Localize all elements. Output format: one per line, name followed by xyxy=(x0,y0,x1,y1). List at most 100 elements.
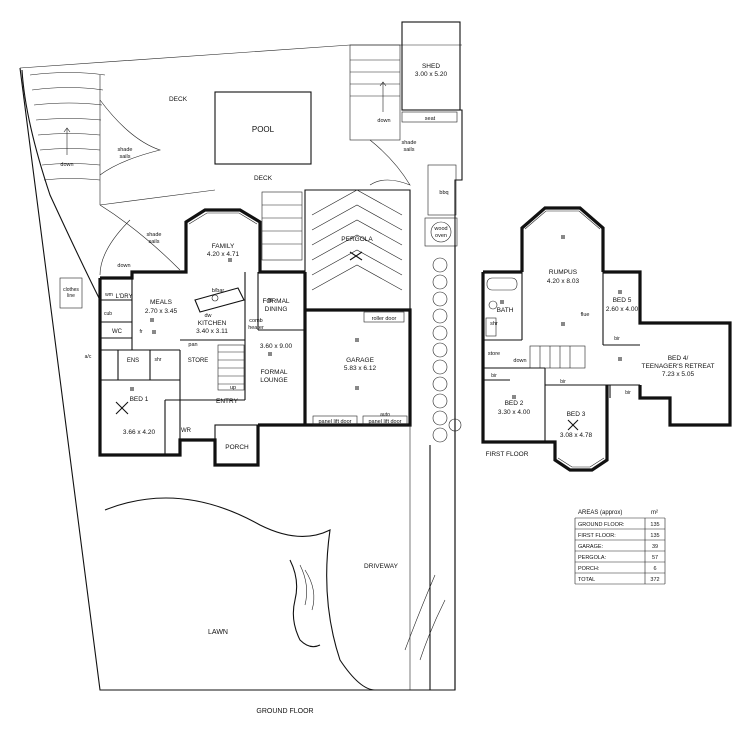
bath-label: BATH xyxy=(497,307,514,314)
bath-shr-label: shr xyxy=(490,321,498,327)
wood-oven-l1: wood xyxy=(433,226,447,232)
clothes-line-l1: clothes xyxy=(63,287,79,293)
store-label: STORE xyxy=(188,358,209,364)
bed1-marker xyxy=(115,401,129,415)
down-shed-label: down xyxy=(377,118,390,124)
panel-lift-door-2 xyxy=(362,415,408,426)
auto-label: auto xyxy=(380,412,390,418)
areas-row-value-pergola: 57 xyxy=(652,555,658,561)
shade-sails-right-l1: shade xyxy=(402,140,417,146)
clothes-line-l2: line xyxy=(67,293,75,299)
first-floor-walls xyxy=(481,206,732,472)
down-mid-label: down xyxy=(117,263,130,269)
meals-label: MEALS xyxy=(150,299,173,306)
shade-sails-left-l1: shade xyxy=(118,147,133,153)
shed-label: SHED xyxy=(422,63,440,70)
hedge-shrubs xyxy=(432,257,462,443)
kitchen-size: 3.40 x 3.11 xyxy=(196,328,228,335)
light-points xyxy=(130,258,359,391)
comb-heater-l2: heater xyxy=(248,325,264,331)
cub-label: cub xyxy=(104,311,112,317)
shade-sails-right-l2: sails xyxy=(403,147,414,153)
wm-label: wm xyxy=(105,292,113,298)
comb-heater-l1: comb xyxy=(249,318,262,324)
pool-label: POOL xyxy=(252,125,275,134)
kitchen-island xyxy=(194,287,245,313)
first-floor-caption: FIRST FLOOR xyxy=(486,451,529,458)
staircase xyxy=(217,344,245,391)
ff-store-label: store xyxy=(488,351,500,357)
areas-row-label-garage: GARAGE: xyxy=(578,544,604,550)
family-label: FAMILY xyxy=(212,243,235,250)
ens-label: ENS xyxy=(127,358,139,364)
family-size: 4.20 x 4.71 xyxy=(207,251,240,258)
bed1-size: 3.66 x 4.20 xyxy=(123,429,156,436)
driveway xyxy=(404,245,456,690)
bed5-label: BED 5 xyxy=(613,297,632,304)
wood-oven-l2: oven xyxy=(435,233,447,239)
flue-label: flue xyxy=(581,312,590,318)
bed4-size: 7.23 x 5.05 xyxy=(662,371,695,378)
shed xyxy=(401,21,461,111)
ens-shr-label: shr xyxy=(155,357,162,363)
garage-label: GARAGE xyxy=(346,357,374,364)
bed3-size: 3.08 x 4.78 xyxy=(560,432,593,439)
pergola xyxy=(304,189,411,310)
areas-row-label-pergola: PERGOLA: xyxy=(578,555,607,561)
areas-row-label-ground: GROUND FLOOR: xyxy=(578,522,625,528)
areas-row-value-porch: 6 xyxy=(653,566,656,572)
down-arrows xyxy=(63,81,387,155)
shed-size: 3.00 x 5.20 xyxy=(415,71,448,78)
ground-floor-caption: GROUND FLOOR xyxy=(256,708,313,715)
outdoor-kitchen xyxy=(424,164,458,247)
bbq-label: bbq xyxy=(439,190,448,196)
bir-label-4: bir xyxy=(625,390,631,396)
bed3-label: BED 3 xyxy=(567,411,586,418)
areas-row-value-first: 135 xyxy=(650,533,659,539)
seat-label: seat xyxy=(425,116,436,122)
ground-floor-labels: DECK DECK down down down shade sails sha… xyxy=(60,96,448,715)
first-floor-bath xyxy=(485,277,518,337)
shade-sails-mid-l2: sails xyxy=(148,239,159,245)
dw-label: dw xyxy=(204,313,211,319)
pergola-marker xyxy=(349,251,363,261)
down-left-label: down xyxy=(60,162,73,168)
deck-stairs-right xyxy=(349,44,401,141)
first-floor-bay-details xyxy=(524,210,605,468)
ac-label: a/c xyxy=(85,354,92,360)
lawn-label: LAWN xyxy=(208,629,228,636)
clothes-line xyxy=(59,277,83,309)
panel-lift-door-1-label: panel lift door xyxy=(318,419,351,425)
shade-sails-mid-l1: shade xyxy=(147,232,162,238)
wc-label: WC xyxy=(112,329,123,335)
entry-label: ENTRY xyxy=(216,398,239,405)
areas-row-label-porch: PORCH: xyxy=(578,566,600,572)
garage-size: 5.83 x 6.12 xyxy=(344,365,377,372)
driveway-label: DRIVEWAY xyxy=(364,563,399,570)
curved-deck-steps xyxy=(21,69,216,301)
areas-row-label-total: TOTAL xyxy=(578,577,595,583)
pan-label: pan xyxy=(188,342,197,348)
kitchen-label: KITCHEN xyxy=(198,320,227,327)
bed2-size: 3.30 x 4.00 xyxy=(498,409,531,416)
up-label: up xyxy=(230,385,236,391)
areas-unit: m² xyxy=(651,510,658,516)
meals-size: 2.70 x 3.45 xyxy=(145,308,178,315)
shade-sails-left-l2: sails xyxy=(119,154,130,160)
areas-table: AREAS (approx) m² GROUND FLOOR: 135 FIRS… xyxy=(574,510,666,585)
house-walls xyxy=(98,208,412,467)
first-floor-light-points xyxy=(500,235,622,399)
seat xyxy=(401,111,458,123)
bed5-size: 2.60 x 4.00 xyxy=(606,306,639,313)
bed2-label: BED 2 xyxy=(505,400,524,407)
areas-row-value-ground: 135 xyxy=(650,522,659,528)
pool xyxy=(214,91,312,165)
roller-door-label: roller door xyxy=(372,316,397,322)
roller-door xyxy=(363,311,405,323)
fr-label: fr xyxy=(139,329,142,335)
lawn-area xyxy=(104,497,376,691)
formal-lounge-l1: FORMAL xyxy=(260,369,287,376)
family-bay-window xyxy=(188,212,258,225)
